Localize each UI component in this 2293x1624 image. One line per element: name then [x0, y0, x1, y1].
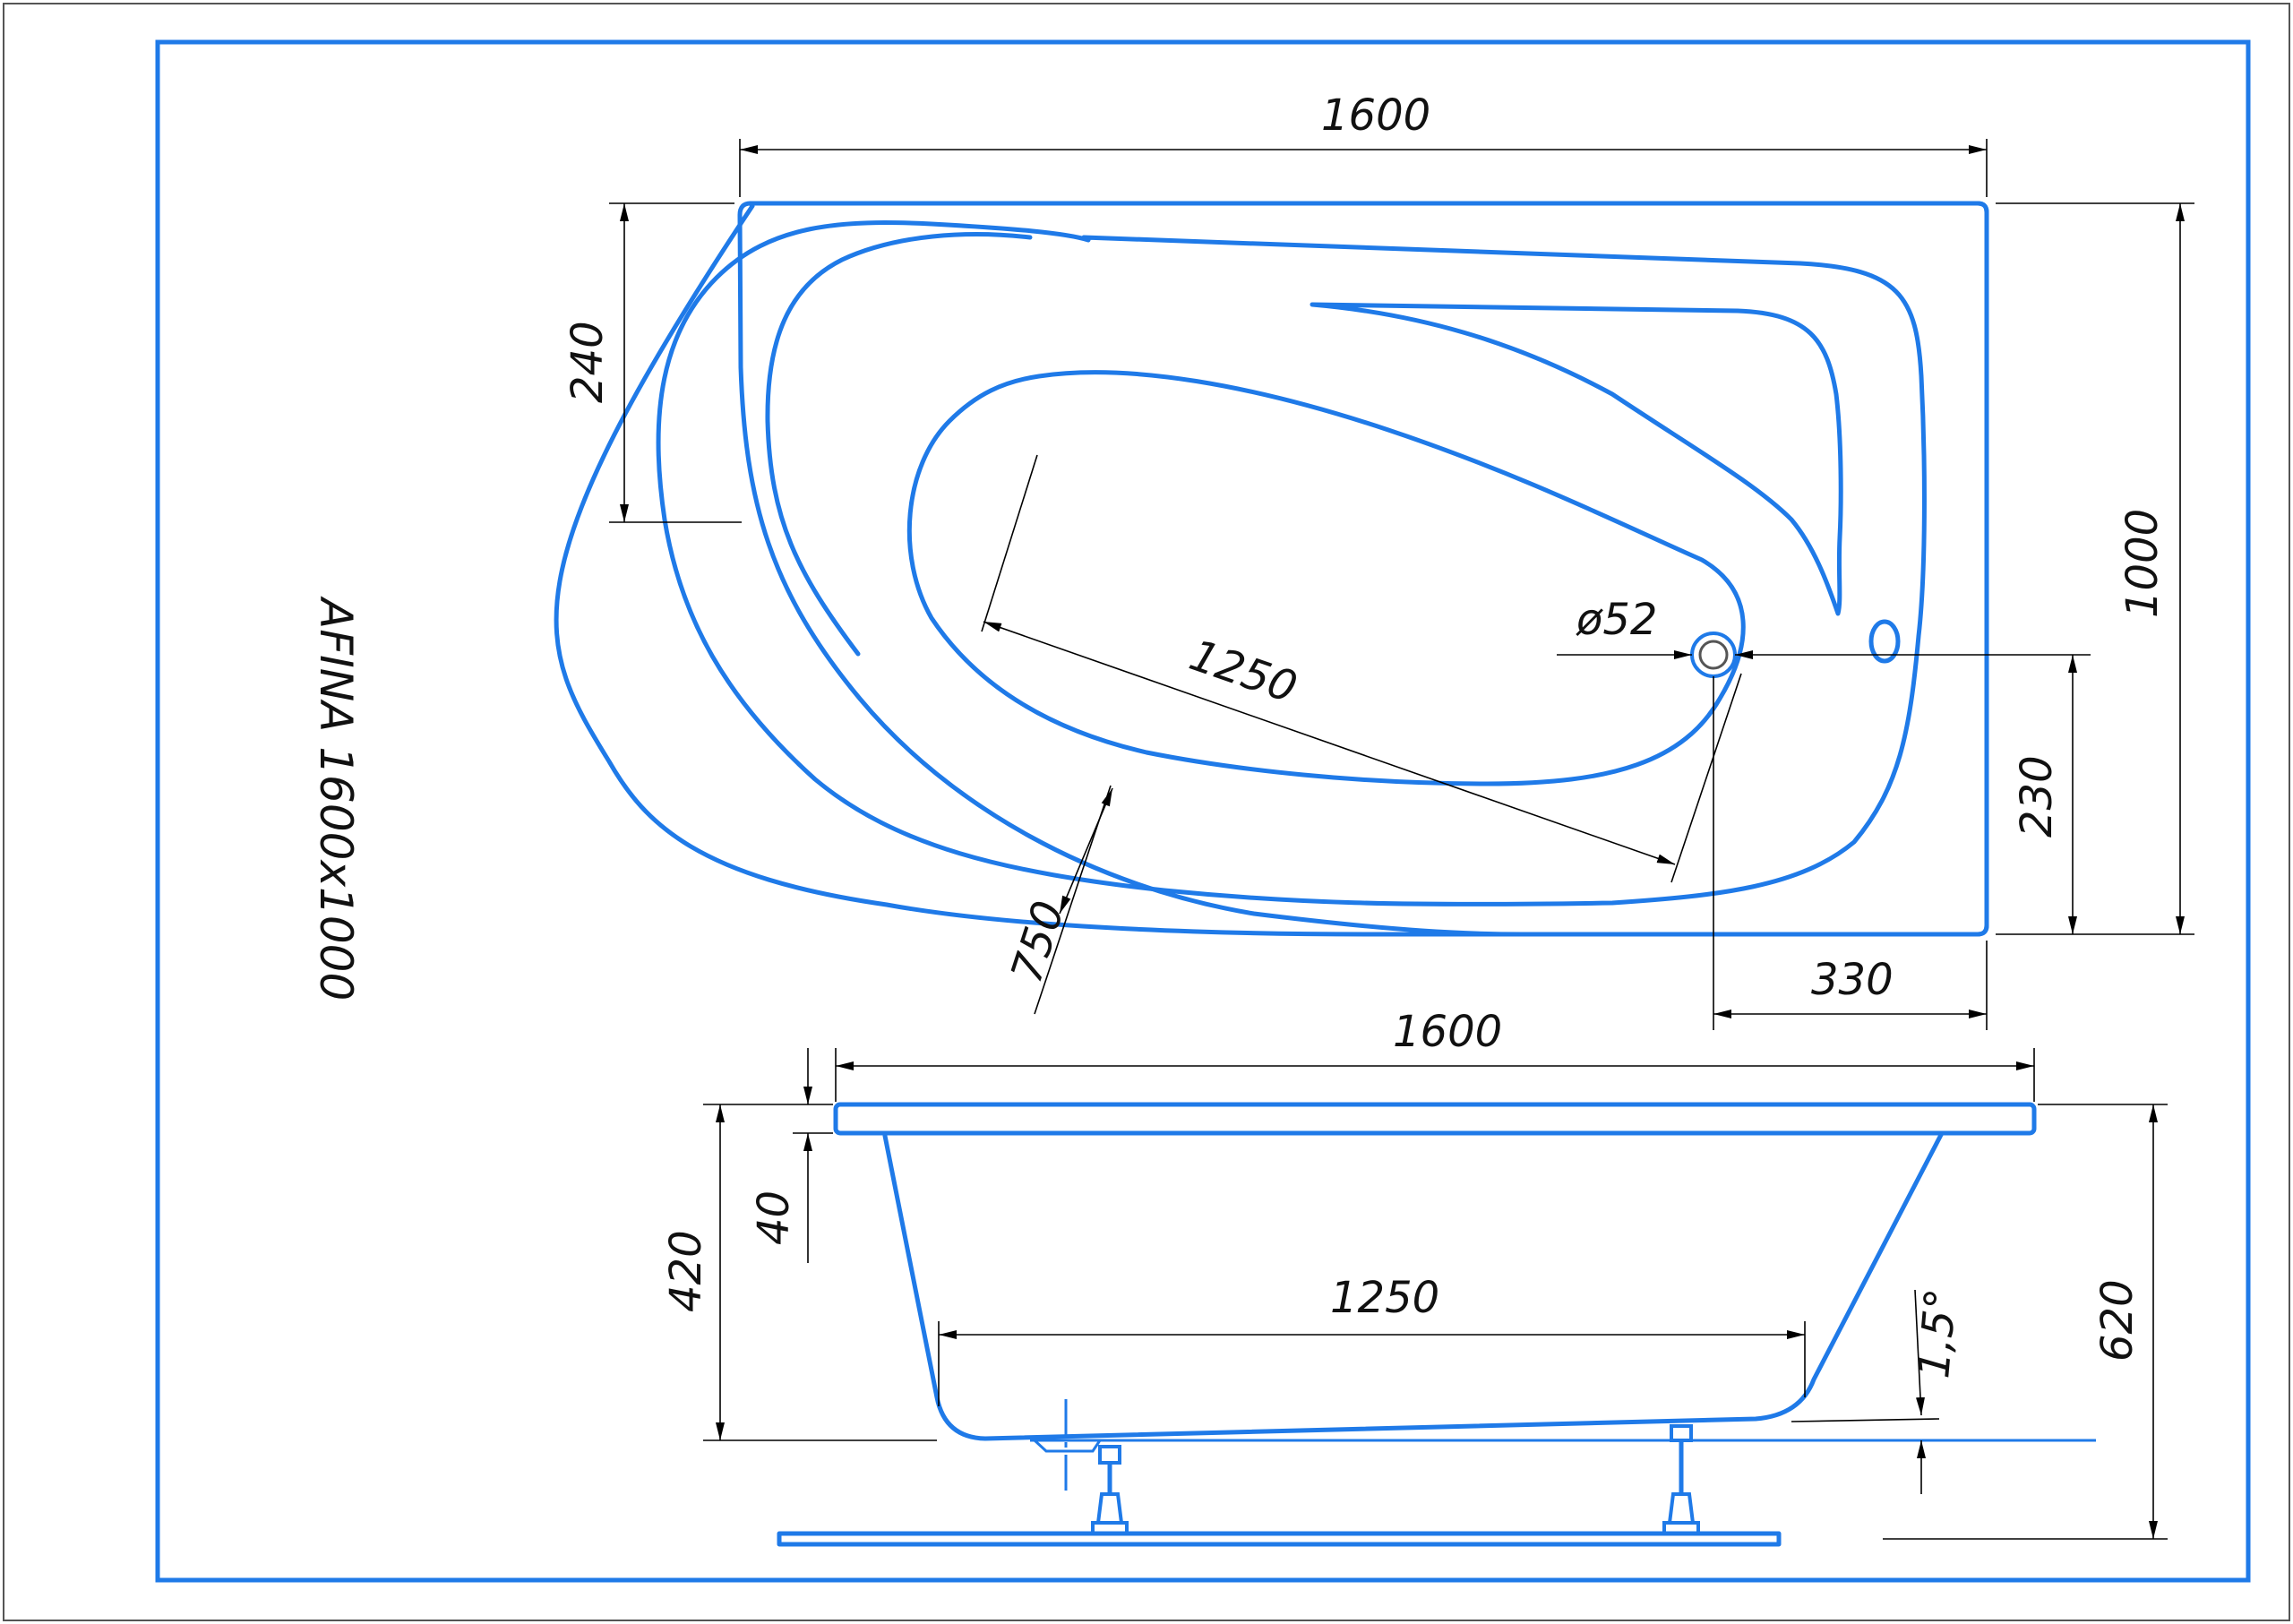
top-view: 1600 1000 240 1250 750 ø52 230 330 [554, 90, 2194, 1030]
side-rim [833, 1102, 2037, 1136]
corner-width-label: 750 [1001, 895, 1075, 988]
top-rim-line [656, 220, 1927, 907]
drain-x-label: 330 [1811, 955, 1894, 1005]
top-width-label: 1000 [2117, 509, 2168, 618]
base-plate [777, 1531, 1782, 1547]
top-armrest [1310, 302, 1843, 616]
overflow-hole [1868, 619, 1901, 664]
height-label: 620 [2092, 1279, 2143, 1362]
inner-length-label: 1250 [1183, 630, 1303, 713]
drain-outer [1690, 632, 1737, 678]
leg-right [1662, 1424, 1700, 1535]
drain-diameter-label: ø52 [1576, 595, 1657, 645]
depth-label: 420 [661, 1230, 711, 1312]
side-length-label: 1600 [1393, 1007, 1502, 1057]
top-basin [906, 370, 1746, 786]
drawing-frame [155, 39, 2251, 1583]
slope-label: 1,5° [1909, 1286, 1967, 1380]
left-offset-label: 240 [563, 321, 613, 403]
rim-label: 40 [749, 1190, 799, 1245]
sheet-border [3, 3, 2290, 1621]
leg-left [1091, 1445, 1129, 1535]
top-left-edge [737, 201, 1525, 937]
bottom-length-label: 1250 [1330, 1273, 1439, 1323]
drain-inner [1698, 640, 1729, 670]
drain-y-label: 230 [2012, 755, 2062, 838]
top-length-label: 1600 [1321, 90, 1430, 141]
side-view: 1600 1250 40 420 620 1,5° [661, 1007, 2168, 1547]
model-label: AFINA 1600x1000 [310, 596, 362, 1001]
top-rim-return [765, 232, 1033, 657]
